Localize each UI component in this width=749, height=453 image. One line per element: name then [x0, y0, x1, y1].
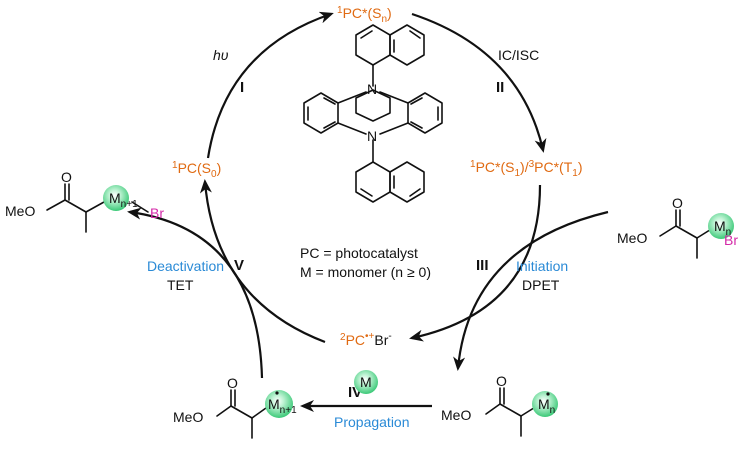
catalyst-n-bottom: N — [367, 128, 377, 144]
step-2-numeral: II — [496, 79, 504, 96]
state-s0-label: 1PC(S0) — [172, 160, 221, 180]
monomer-bead-radical-n — [532, 391, 558, 417]
arc-tet-branch — [127, 207, 264, 379]
legend-pc: PC = photocatalyst — [300, 245, 418, 261]
state-sn-label: 1PC*(Sn) — [337, 5, 392, 25]
product-br: Br — [150, 205, 164, 221]
propagation-label: Propagation — [334, 414, 410, 430]
deactivation-label: Deactivation — [147, 258, 224, 274]
state-s1-t1-label: 1PC*(S1)/3PC*(T1) — [470, 159, 583, 179]
monomer-bead-product — [103, 185, 129, 211]
product-m: Mn+1 — [109, 190, 138, 210]
photocatalyst-structure — [303, 24, 443, 203]
legend-m: M = monomer (n ≥ 0) — [300, 264, 431, 280]
arc-excitation — [206, 11, 334, 159]
radical-molecule-n1 — [216, 389, 293, 439]
radical-n-meo: MeO — [441, 407, 471, 423]
product-meo: MeO — [5, 203, 35, 219]
tet-label: TET — [167, 277, 194, 293]
step-3-numeral: III — [476, 257, 489, 274]
radical-n1-meo: MeO — [173, 409, 203, 425]
radical-molecule-n — [485, 387, 558, 437]
dpet-label: DPET — [522, 277, 560, 293]
radical-n-m: Mn — [538, 396, 555, 416]
step-1-numeral: I — [240, 79, 244, 96]
radical-n-o: O — [496, 373, 507, 389]
monomer-bead-radical-n1 — [265, 390, 293, 418]
radical-n1-m: Mn+1 — [268, 396, 297, 416]
state-radical-label: 2PC•+Br- — [340, 331, 392, 348]
monomer-bead-free — [354, 370, 378, 394]
arc-initiation — [409, 184, 542, 342]
monomer-bead-reactant — [708, 213, 734, 239]
arc-dpet-branch — [453, 210, 609, 371]
reactant-meo: MeO — [617, 230, 647, 246]
hv-label: hυ — [213, 47, 229, 63]
reactant-m: Mn — [714, 218, 731, 238]
free-monomer-m: M — [360, 374, 372, 390]
step-5-numeral: V — [234, 257, 244, 274]
arc-ic-isc — [411, 12, 547, 153]
reactant-br: Br — [724, 232, 738, 248]
product-o: O — [61, 169, 72, 185]
reactant-o: O — [672, 195, 683, 211]
radical-n1-o: O — [227, 375, 238, 391]
product-bromide-molecule — [46, 183, 149, 233]
reactant-bromide-molecule — [659, 209, 734, 259]
initiation-label: Initiation — [516, 258, 568, 274]
catalyst-n-top: N — [367, 81, 377, 97]
ic-isc-label: IC/ISC — [498, 47, 539, 63]
